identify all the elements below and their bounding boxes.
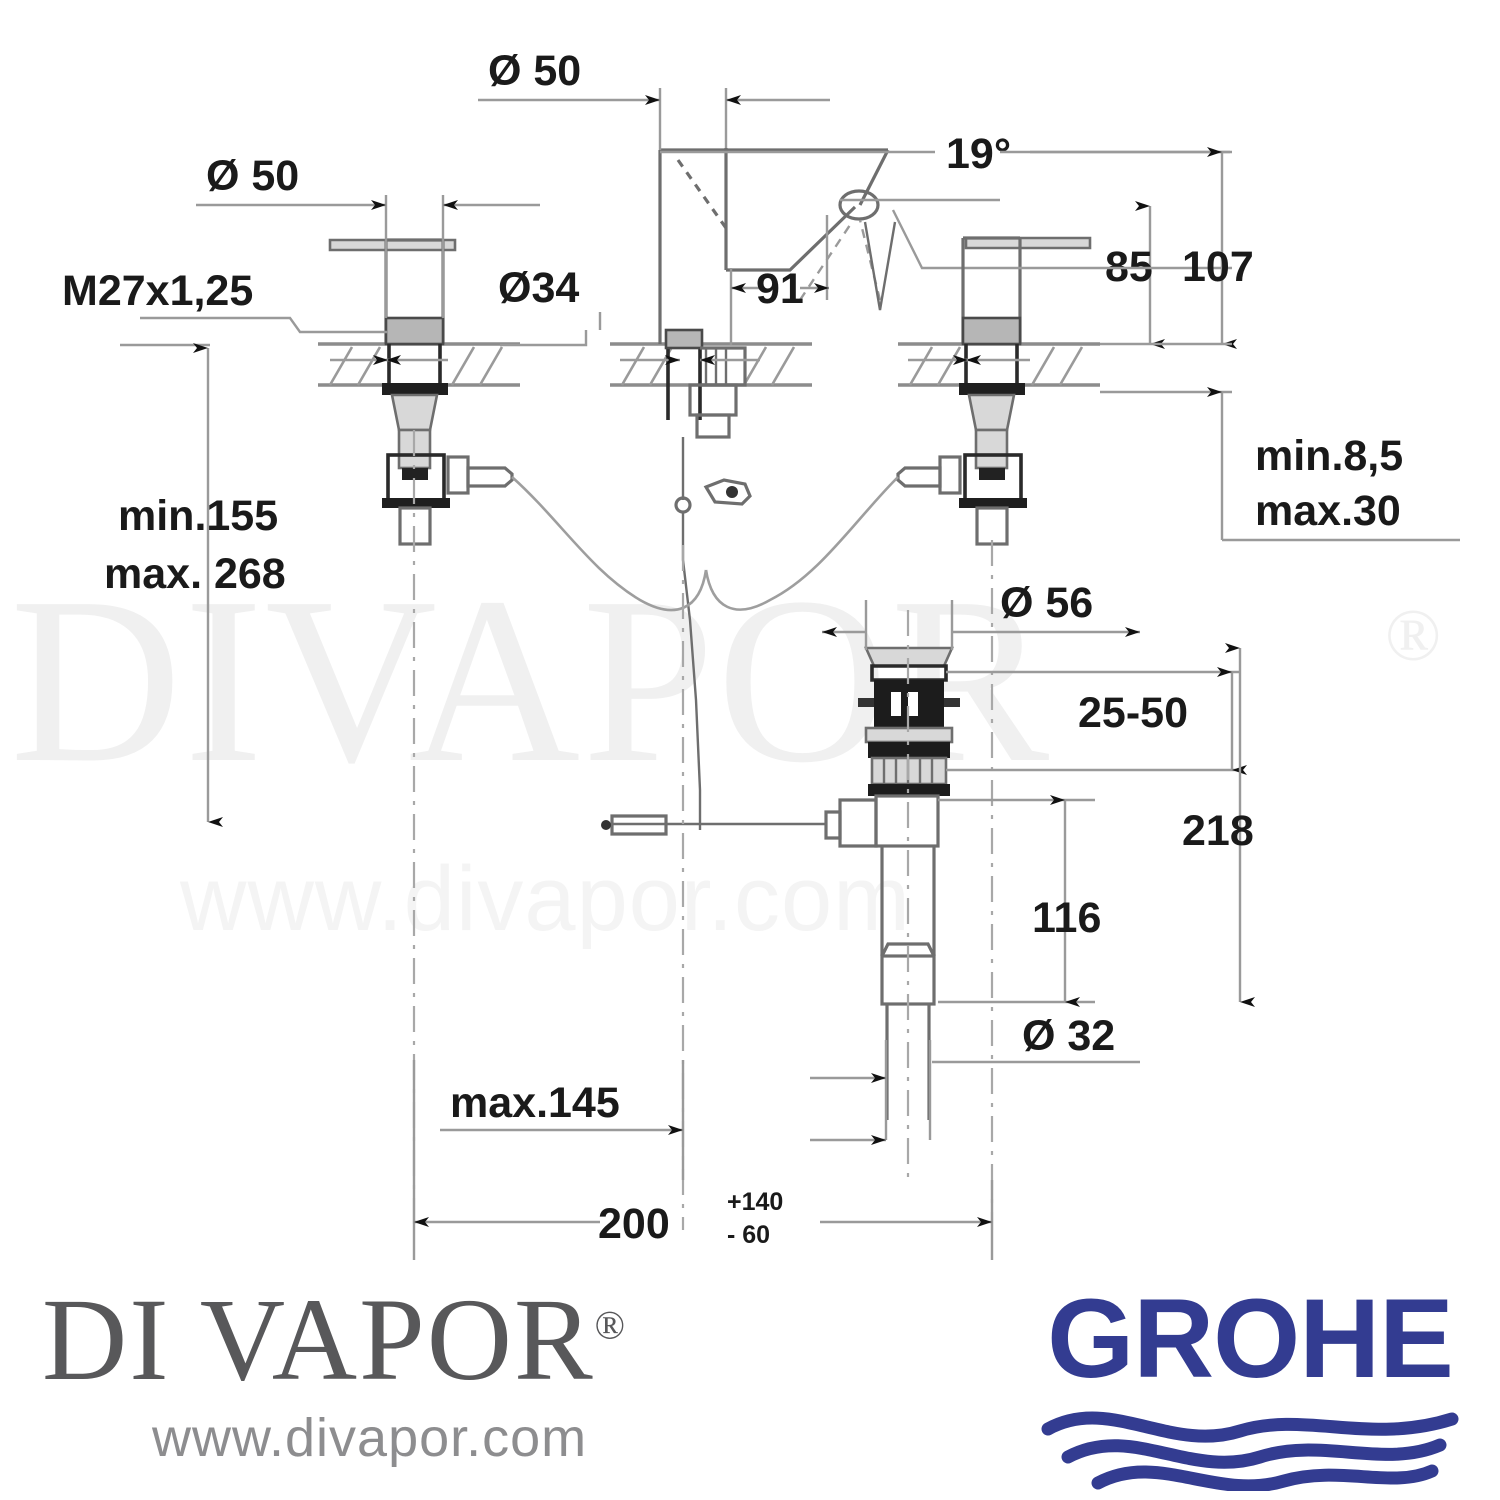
dim-dia32: Ø 32 xyxy=(810,1012,1140,1145)
left-valve-assembly xyxy=(328,238,514,546)
dim-label-200: 200 xyxy=(598,1200,670,1248)
dim-stud-range: min.155 max. 268 xyxy=(104,343,286,827)
dim-91: 91 xyxy=(729,215,829,345)
dim-label-91: 91 xyxy=(756,265,804,313)
dim-label-max268: max. 268 xyxy=(104,550,286,598)
dim-label-max145: max.145 xyxy=(450,1079,620,1127)
dim-thread-m27: M27x1,25 xyxy=(62,267,1030,365)
dim-label-200-tol-minus: - 60 xyxy=(727,1221,770,1249)
dim-85: 85 xyxy=(1105,201,1165,349)
dim-spread-200: 200 +140 - 60 xyxy=(412,1180,994,1260)
center-spout-assembly xyxy=(658,148,1000,830)
dim-label-min85: min.8,5 xyxy=(1255,432,1403,480)
dim-dia34: Ø34 xyxy=(498,264,602,347)
dim-label-116: 116 xyxy=(1032,894,1101,942)
watermark-divapor: DIVAPOR ® www.divapor.com xyxy=(10,549,1441,950)
dim-label-200-tol-plus: +140 xyxy=(727,1188,783,1216)
deck-surface-right xyxy=(898,342,1100,387)
dim-angle-19: 19° xyxy=(660,130,1230,178)
dim-label-107: 107 xyxy=(1182,243,1254,291)
dim-label-min155: min.155 xyxy=(118,492,278,540)
svg-text:www.divapor.com: www.divapor.com xyxy=(179,848,911,950)
deck-surface-left xyxy=(318,342,520,387)
dim-107: 107 xyxy=(1000,147,1254,349)
svg-text:®: ® xyxy=(1385,595,1441,677)
dim-116: 116 xyxy=(938,795,1101,1007)
centerlines xyxy=(412,430,994,1230)
branding-bar: DI VAPOR® www.divapor.com GROHE xyxy=(0,1275,1500,1500)
divapor-name: DI VAPOR xyxy=(42,1274,595,1405)
right-valve-assembly xyxy=(896,236,1092,546)
dim-max145: max.145 xyxy=(412,1060,685,1180)
divapor-url: www.divapor.com xyxy=(152,1408,588,1468)
dim-label-thread: M27x1,25 xyxy=(62,267,253,315)
dim-dia50-left: Ø 50 xyxy=(196,152,540,318)
divapor-wordmark: DI VAPOR® xyxy=(42,1281,802,1399)
dim-label-angle19: 19° xyxy=(946,130,1011,178)
grohe-wave-icon xyxy=(1041,1411,1459,1491)
dim-218: 218 xyxy=(1182,643,1255,1007)
dim-25-50: 25-50 xyxy=(946,667,1247,775)
dim-label-dia56: Ø 56 xyxy=(1000,579,1093,627)
grohe-logo: GROHE xyxy=(1010,1283,1490,1491)
dim-label-dia32: Ø 32 xyxy=(1022,1012,1115,1060)
deck-surface-center xyxy=(610,342,812,387)
dim-label-max30: max.30 xyxy=(1255,487,1401,535)
divapor-logo: DI VAPOR® www.divapor.com xyxy=(42,1281,802,1469)
divapor-registered-mark: ® xyxy=(594,1302,628,1348)
grohe-wordmark: GROHE xyxy=(1047,1276,1454,1401)
dim-label-dia50-left: Ø 50 xyxy=(206,152,299,200)
dim-dia50-center: Ø 50 xyxy=(478,47,830,150)
dim-label-dia34: Ø34 xyxy=(498,264,579,312)
dim-deck-thickness: min.8,5 max.30 xyxy=(1100,342,1460,542)
dim-label-dia50-center: Ø 50 xyxy=(488,47,581,95)
flexible-hoses xyxy=(511,476,899,612)
dim-label-218: 218 xyxy=(1182,807,1254,855)
dim-dia56: Ø 56 xyxy=(822,579,1140,650)
dim-label-25-50: 25-50 xyxy=(1078,689,1188,737)
